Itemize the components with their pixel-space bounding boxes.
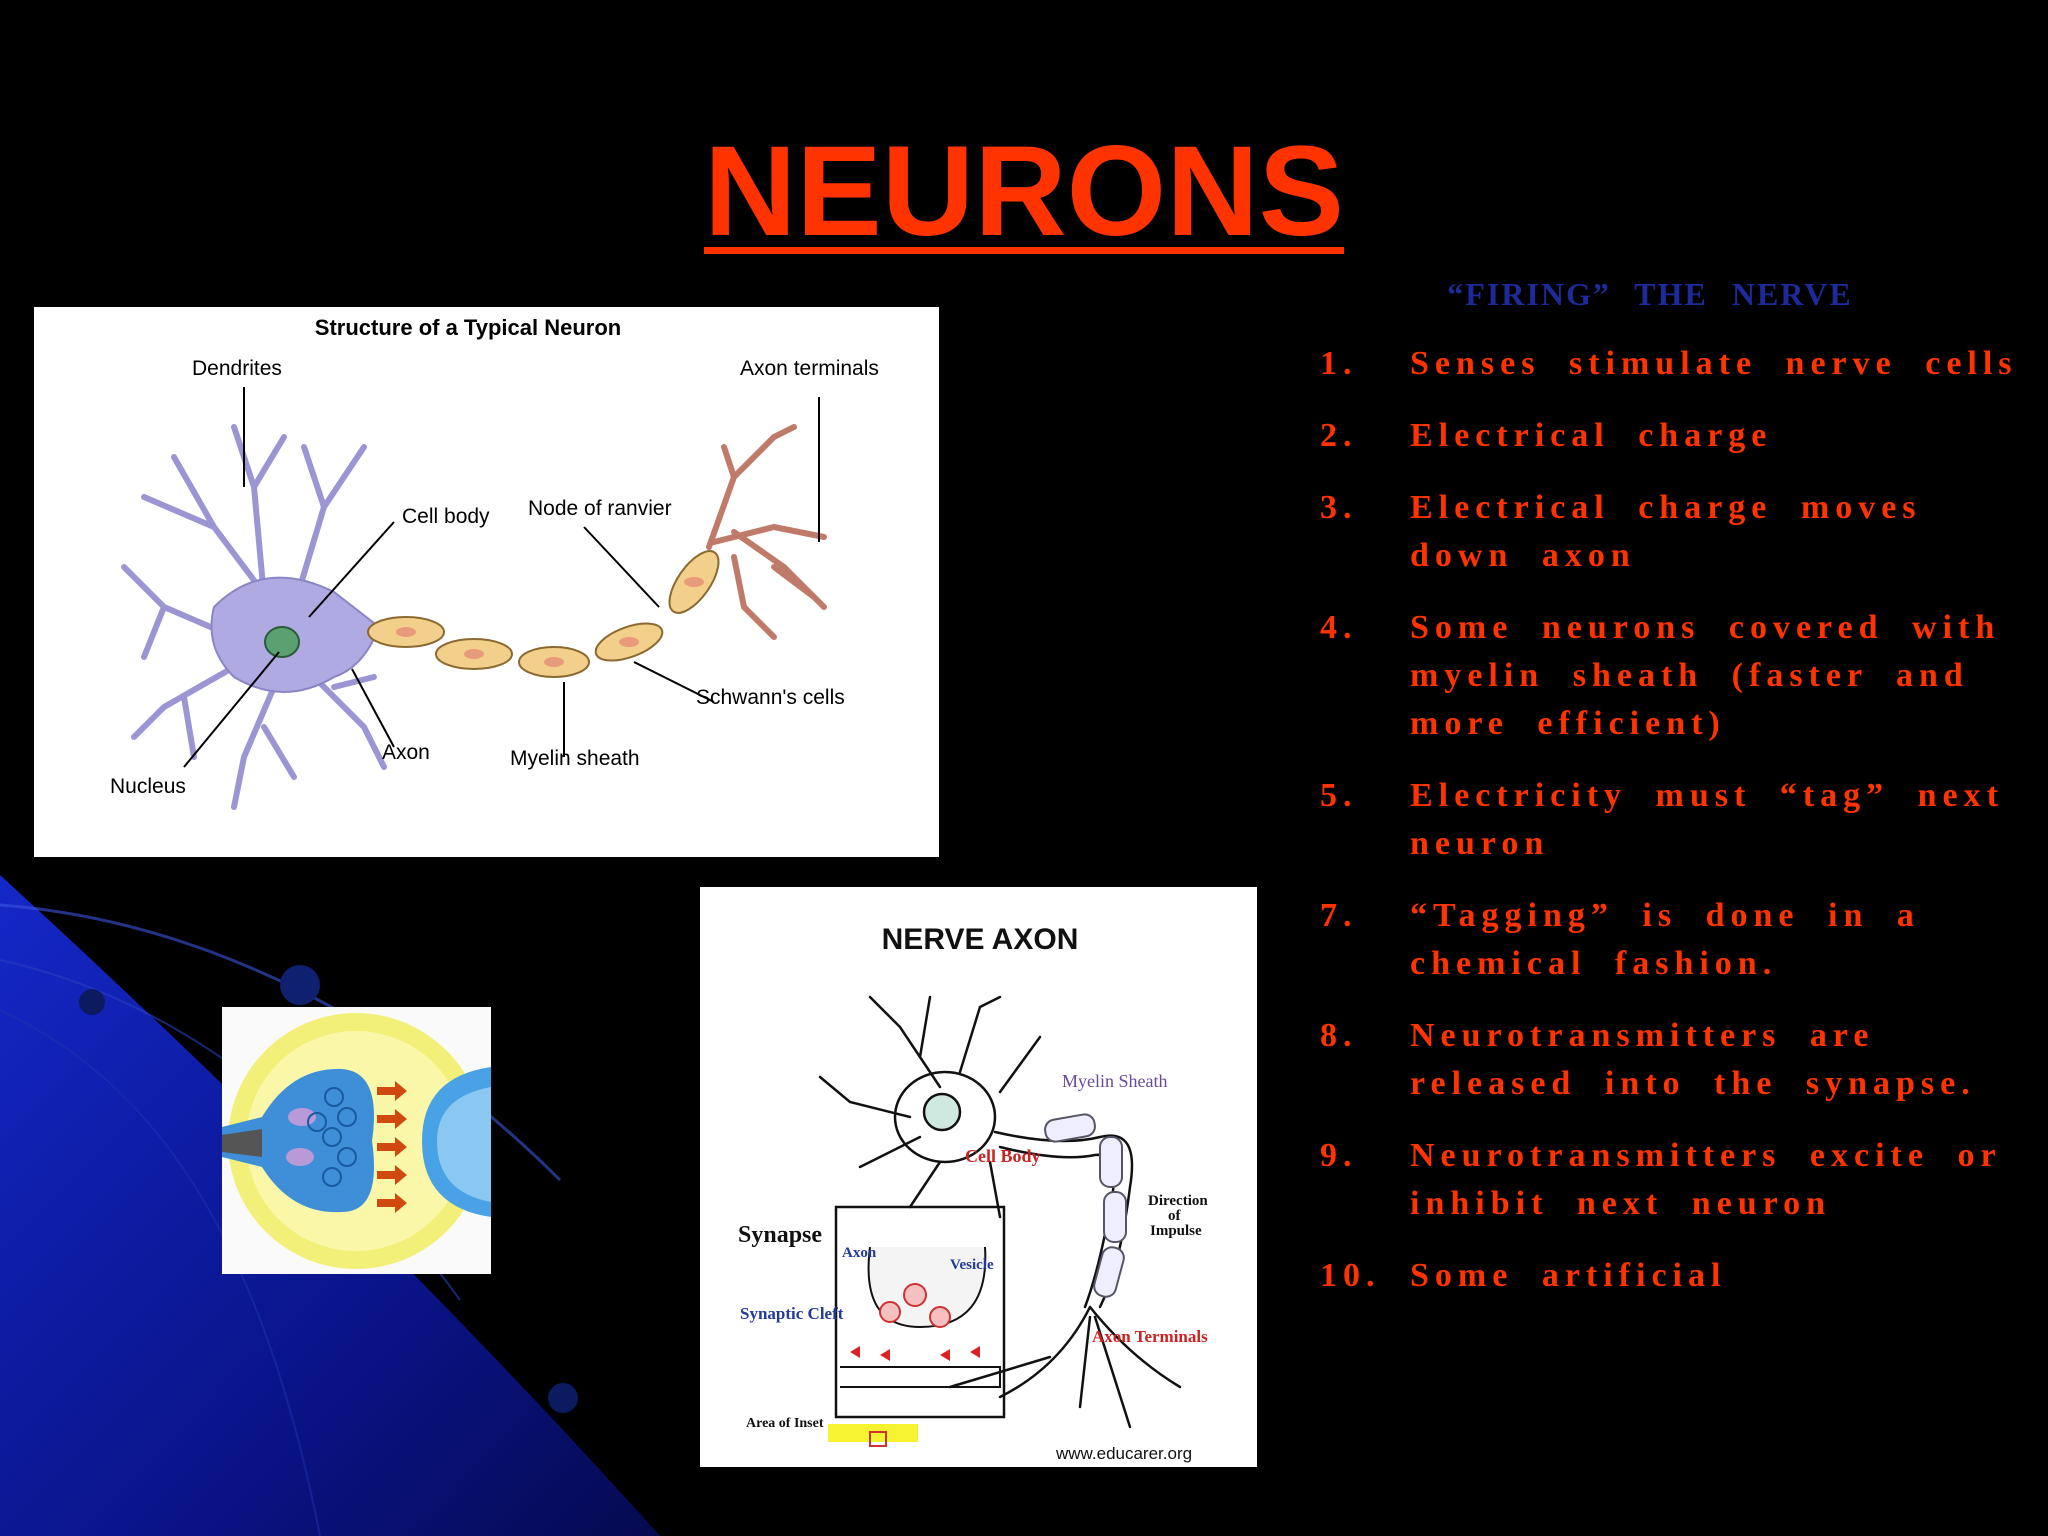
list-item: 1. Senses stimulate nerve cells xyxy=(1320,340,2020,388)
label-synaptic-cleft: Synaptic Cleft xyxy=(740,1304,844,1323)
source-url: www.educarer.org xyxy=(1055,1444,1192,1463)
figure-title: Structure of a Typical Neuron xyxy=(315,315,621,340)
list-item-number: 5. xyxy=(1320,777,1358,814)
list-item: 8. Neurotransmitters are released into th… xyxy=(1320,1012,2020,1108)
list-item: 7. “Tagging” is done in a chemical fashio… xyxy=(1320,892,2020,988)
list-item: 2. Electrical charge xyxy=(1320,412,2020,460)
label-cell-body: Cell Body xyxy=(965,1146,1041,1166)
label-impulse: Impulse xyxy=(1150,1223,1202,1239)
list-heading: “FIRING” THE NERVE xyxy=(1447,276,1853,312)
neuron-structure-figure: Structure of a Typical Neuron xyxy=(34,307,939,857)
label-axon-terminals: Axon terminals xyxy=(740,357,879,380)
firing-list-section: “FIRING” THE NERVE 1. Senses stimulate ne… xyxy=(1320,270,2020,1324)
list-item-text: Electrical charge xyxy=(1410,417,1773,454)
list-item-number: 10. xyxy=(1320,1257,1381,1294)
list-item: 10. Some artificial xyxy=(1320,1252,2020,1300)
list-item: 4. Some neurons covered with myelin sheat… xyxy=(1320,604,2020,748)
list-item-number: 8. xyxy=(1320,1017,1358,1054)
list-item-number: 3. xyxy=(1320,489,1358,526)
label-node-of-ranvier: Node of ranvier xyxy=(528,497,672,520)
list-item-text: Neurotransmitters excite or inhibit next… xyxy=(1410,1137,2001,1222)
label-synapse: Synapse xyxy=(738,1222,822,1248)
list-item: 5. Electricity must “tag” next neuron xyxy=(1320,772,2020,868)
dendrites-shape xyxy=(121,424,387,810)
list-item-text: Some neurons covered with myelin sheath … xyxy=(1410,609,2001,742)
list-item-text: Electrical charge moves down axon xyxy=(1410,489,1922,574)
label-axon: Axon xyxy=(382,741,430,764)
label-of: of xyxy=(1168,1208,1182,1224)
label-inset-axon: Axon xyxy=(842,1245,877,1261)
label-direction: Direction xyxy=(1148,1193,1208,1209)
list-item-number: 4. xyxy=(1320,609,1358,646)
list-item-text: Senses stimulate nerve cells xyxy=(1410,345,2018,382)
label-myelin-sheath: Myelin sheath xyxy=(510,747,640,770)
list-item-number: 9. xyxy=(1320,1137,1358,1174)
list-item-number: 2. xyxy=(1320,417,1358,454)
list-item-text: Some artificial xyxy=(1410,1257,1727,1294)
label-cell-body: Cell body xyxy=(402,505,490,528)
list-item-number: 7. xyxy=(1320,897,1358,934)
label-area-of-inset: Area of Inset xyxy=(746,1416,824,1431)
list-item: 9. Neurotransmitters excite or inhibit ne… xyxy=(1320,1132,2020,1228)
axon-figure-title: NERVE AXON xyxy=(882,923,1079,956)
nerve-axon-figure: NERVE AXON xyxy=(700,887,1257,1467)
label-axon-terminals: Axon Terminals xyxy=(1092,1327,1208,1346)
list-item-text: Electricity must “tag” next neuron xyxy=(1410,777,2004,862)
label-dendrites: Dendrites xyxy=(192,357,282,380)
label-myelin-sheath: Myelin Sheath xyxy=(1062,1071,1168,1091)
list-item-number: 1. xyxy=(1320,345,1358,382)
list-item: 3. Electrical charge moves down axon xyxy=(1320,484,2020,580)
list-item-text: Neurotransmitters are released into the … xyxy=(1410,1017,1976,1102)
slide-title: NEURONS xyxy=(703,120,1345,263)
synapse-illustration xyxy=(222,1007,491,1274)
list-item-text: “Tagging” is done in a chemical fashion. xyxy=(1410,897,1920,982)
label-schwanns-cells: Schwann's cells xyxy=(696,686,845,709)
label-vesicle: Vesicle xyxy=(950,1257,994,1273)
label-nucleus: Nucleus xyxy=(110,775,186,798)
firing-steps-list: 1. Senses stimulate nerve cells 2. Electric… xyxy=(1320,340,2020,1300)
